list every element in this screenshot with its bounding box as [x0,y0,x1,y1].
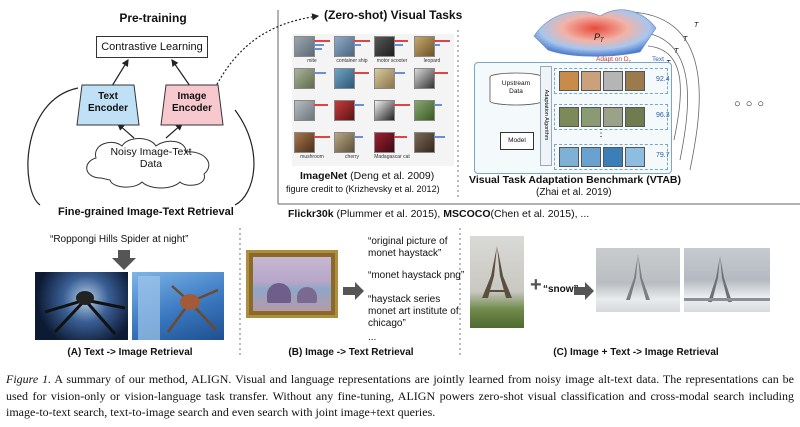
c-caption: (C) Image + Text -> Image Retrieval [553,347,719,358]
b-result-more: ... [368,332,377,343]
vtab-cite: (Zhai et al. 2019) [536,187,612,198]
noisy-data-label: Noisy Image-Text Data [110,146,192,170]
spider-image-2 [132,272,224,340]
retrieval-title: Fine-grained Image-Text Retrieval [58,206,234,218]
imagenet-label: Madagascar cat [374,154,410,160]
vtab-vertical-dots: ⋮ [596,128,606,139]
imagenet-label: mite [307,58,317,64]
imagenet-grid: mite container ship motor scooter leopar… [292,34,454,166]
imagenet-label: leopard [423,58,441,64]
task-label: T [674,48,679,55]
task-row-1 [554,68,668,94]
retrieval-datasets: Flickr30k (Plummer et al. 2015), MSCOCO(… [288,208,590,220]
spider-image-1 [35,272,128,340]
arrow-right-b [343,282,364,300]
imagenet-caption: ImageNet (Deng et al. 2009) [300,170,435,182]
task-row-2 [554,104,668,130]
task-label: T [694,22,699,29]
image-encoder-shape [160,84,224,126]
vtab-score: 96.3 [656,112,670,119]
model-box: Model [500,132,534,150]
b-caption: (B) Image -> Text Retrieval [288,347,414,358]
arrow-down-a [112,250,136,270]
vtab-title: Visual Task Adaptation Benchmark (VTAB) [469,174,681,186]
upstream-data-label: Upstream Data [501,80,531,95]
vtab-score: 92.4 [656,76,670,83]
figure-caption: Figure 1. A summary of our method, ALIGN… [6,372,794,419]
zero-shot-title: (Zero-shot) Visual Tasks [324,8,463,22]
imagenet-label: cherry [345,154,359,160]
text-label: Text [652,56,664,63]
adaptation-algorithm-label: Adaptation Algorithm [543,89,549,141]
arrow-right-c [574,282,594,300]
noisy-data-cloud [86,138,210,189]
c-query-text: “snow” [543,284,579,295]
task-row-3 [554,144,668,170]
a-caption: (A) Text -> Image Retrieval [67,347,193,358]
b-result-3: “haystack series monet art institute of … [368,294,459,329]
contrastive-learning-box: Contrastive Learning [96,36,208,58]
vtab-surface-plot: P T [533,9,657,57]
b-result-1: “original picture of monet haystack” [368,236,448,259]
b-result-2: “monet haystack png” [368,270,465,281]
text-encoder-shape [76,84,140,126]
p-sub: T [600,38,605,44]
c-plus-sign: + [530,274,542,296]
image-encoder-label: Image Encoder [171,91,212,114]
adapt-label: Adapt on DT [596,56,631,64]
imagenet-label: container ship [336,58,368,64]
snow-eiffel-image-2 [684,248,770,312]
imagenet-credit: figure credit to (Krizhevsky et al. 2012… [286,184,440,194]
imagenet-label: mushroom [300,154,324,160]
text-encoder-label: Text Encoder [87,91,128,114]
a-query-text: “Roppongi Hills Spider at night” [50,234,189,245]
adaptation-algorithm-bar [540,66,552,166]
monet-haystack-image [246,250,338,318]
eiffel-tower-image [470,236,524,328]
task-label: T [683,36,688,43]
imagenet-label: motor scooter [376,58,408,64]
more-tasks-dots: ○ ○ ○ [734,98,766,110]
vtab-score: 79.7 [656,152,670,159]
pretraining-title: Pre-training [119,11,187,25]
p-label: P [594,32,600,42]
snow-eiffel-image-1 [596,248,680,312]
upstream-data-cylinder [489,72,543,106]
